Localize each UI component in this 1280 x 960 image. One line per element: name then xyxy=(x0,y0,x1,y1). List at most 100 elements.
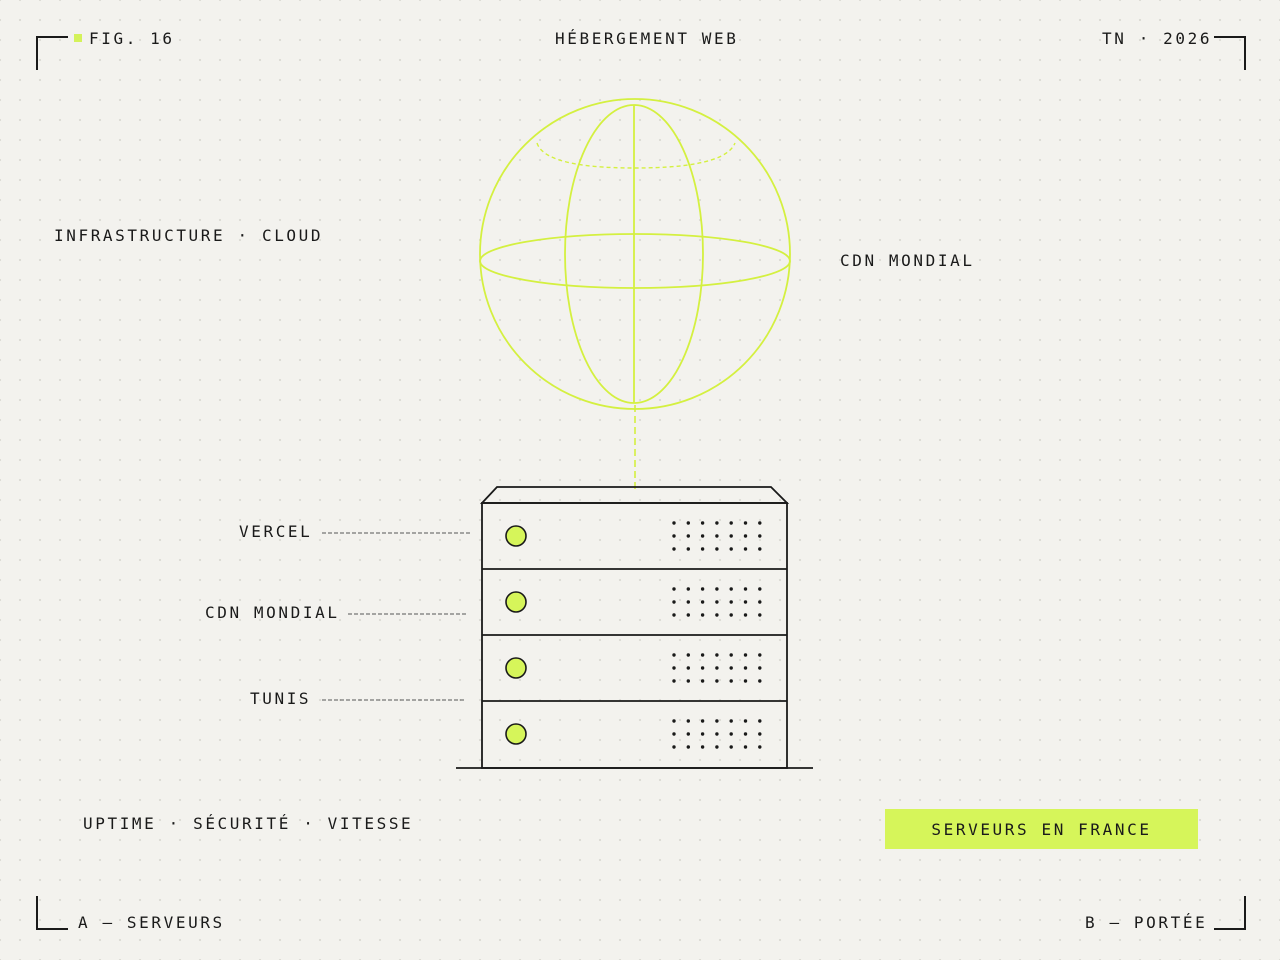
vent-dot xyxy=(672,521,676,525)
vent-dot xyxy=(715,732,719,736)
vent-dot xyxy=(700,534,705,538)
vent-dot xyxy=(715,534,719,538)
footer-right-label: B — PORTÉE xyxy=(1085,913,1208,932)
vent-dot xyxy=(743,587,748,591)
server-label-cdn: CDN MONDIAL xyxy=(205,603,340,622)
vent-dot xyxy=(729,745,733,749)
location-badge: SERVEURS EN FRANCE xyxy=(885,809,1198,849)
vent-dot xyxy=(672,745,676,749)
header-meta: TN · 2026 xyxy=(1102,29,1213,48)
vent-dot xyxy=(715,666,719,670)
vent-dot xyxy=(672,719,676,723)
globe-icon xyxy=(479,98,791,410)
vent-dot xyxy=(729,547,733,551)
vent-dot xyxy=(758,653,762,657)
location-badge-text: SERVEURS EN FRANCE xyxy=(931,819,1152,839)
vent-dot xyxy=(672,587,676,591)
page-title: HÉBERGEMENT WEB xyxy=(555,29,739,48)
vent-dot xyxy=(729,732,733,736)
vent-dot xyxy=(743,534,748,538)
vent-dot xyxy=(715,600,719,604)
vent-dot xyxy=(729,587,733,591)
qualities-label: UPTIME · SÉCURITÉ · VITESSE xyxy=(83,814,414,833)
vent-dot xyxy=(729,719,733,723)
vent-dot xyxy=(758,679,762,683)
vent-dot xyxy=(743,613,748,617)
vent-dot xyxy=(758,547,762,551)
vent-dot xyxy=(686,587,690,591)
frame-corner-top-left xyxy=(36,36,68,70)
vent-dot xyxy=(672,534,676,538)
vent-dot xyxy=(686,666,690,670)
vent-dot xyxy=(686,547,690,551)
vent-dot xyxy=(715,613,719,617)
server-rack-icon xyxy=(456,486,813,769)
frame-corner-bottom-right xyxy=(1214,896,1246,930)
vent-dot xyxy=(743,653,748,657)
frame-corner-bottom-left xyxy=(36,896,68,930)
vent-dot xyxy=(686,600,690,604)
label-leader-lines xyxy=(322,532,470,701)
footer-left-label: A — SERVEURS xyxy=(78,913,225,932)
server-status-leds xyxy=(505,525,527,745)
vent-dot xyxy=(700,613,705,617)
vent-dot xyxy=(758,521,762,525)
vent-dot xyxy=(758,587,762,591)
vent-dot xyxy=(729,534,733,538)
vent-dot xyxy=(686,521,690,525)
vent-dot xyxy=(700,719,705,723)
vent-dot xyxy=(672,613,676,617)
vent-dot xyxy=(729,679,733,683)
vent-dot xyxy=(715,653,719,657)
vent-dot xyxy=(700,732,705,736)
vent-dot xyxy=(672,653,676,657)
vent-dot xyxy=(758,666,762,670)
server-vent-dots xyxy=(672,521,762,749)
vent-dot xyxy=(700,666,705,670)
vent-dot xyxy=(758,600,762,604)
server-label-tunis: TUNIS xyxy=(250,689,312,708)
vent-dot xyxy=(743,600,748,604)
vent-dot xyxy=(743,521,748,525)
vent-dot xyxy=(743,679,748,683)
server-label-vercel: VERCEL xyxy=(239,522,313,541)
vent-dot xyxy=(758,745,762,749)
globe-cdn-label: CDN MONDIAL xyxy=(840,251,975,270)
vent-dot xyxy=(715,587,719,591)
vent-dot xyxy=(729,653,733,657)
vent-dot xyxy=(700,679,705,683)
server-led-2 xyxy=(505,591,527,613)
vent-dot xyxy=(758,732,762,736)
server-led-3 xyxy=(505,657,527,679)
vent-dot xyxy=(672,600,676,604)
vent-dot xyxy=(686,534,690,538)
server-led-4 xyxy=(505,723,527,745)
vent-dot xyxy=(700,587,705,591)
vent-dot xyxy=(686,719,690,723)
vent-dot xyxy=(672,732,676,736)
vent-dot xyxy=(700,745,705,749)
vent-dot xyxy=(758,613,762,617)
vent-dot xyxy=(729,521,733,525)
vent-dot xyxy=(715,679,719,683)
vent-dot xyxy=(700,521,705,525)
vent-dot xyxy=(715,745,719,749)
vent-dot xyxy=(715,521,719,525)
vent-dot xyxy=(715,547,719,551)
vent-dot xyxy=(686,679,690,683)
figure-marker-square xyxy=(74,34,82,42)
vent-dot xyxy=(672,679,676,683)
vent-dot xyxy=(743,732,748,736)
vent-dot xyxy=(758,719,762,723)
figure-number: FIG. 16 xyxy=(89,29,175,48)
vent-dot xyxy=(686,653,690,657)
vent-dot xyxy=(672,547,676,551)
vent-dot xyxy=(729,600,733,604)
infrastructure-label: INFRASTRUCTURE · CLOUD xyxy=(54,226,324,245)
vent-dot xyxy=(686,732,690,736)
vent-dot xyxy=(672,666,676,670)
vent-dot xyxy=(729,613,733,617)
vent-dot xyxy=(743,666,748,670)
server-led-1 xyxy=(505,525,527,547)
